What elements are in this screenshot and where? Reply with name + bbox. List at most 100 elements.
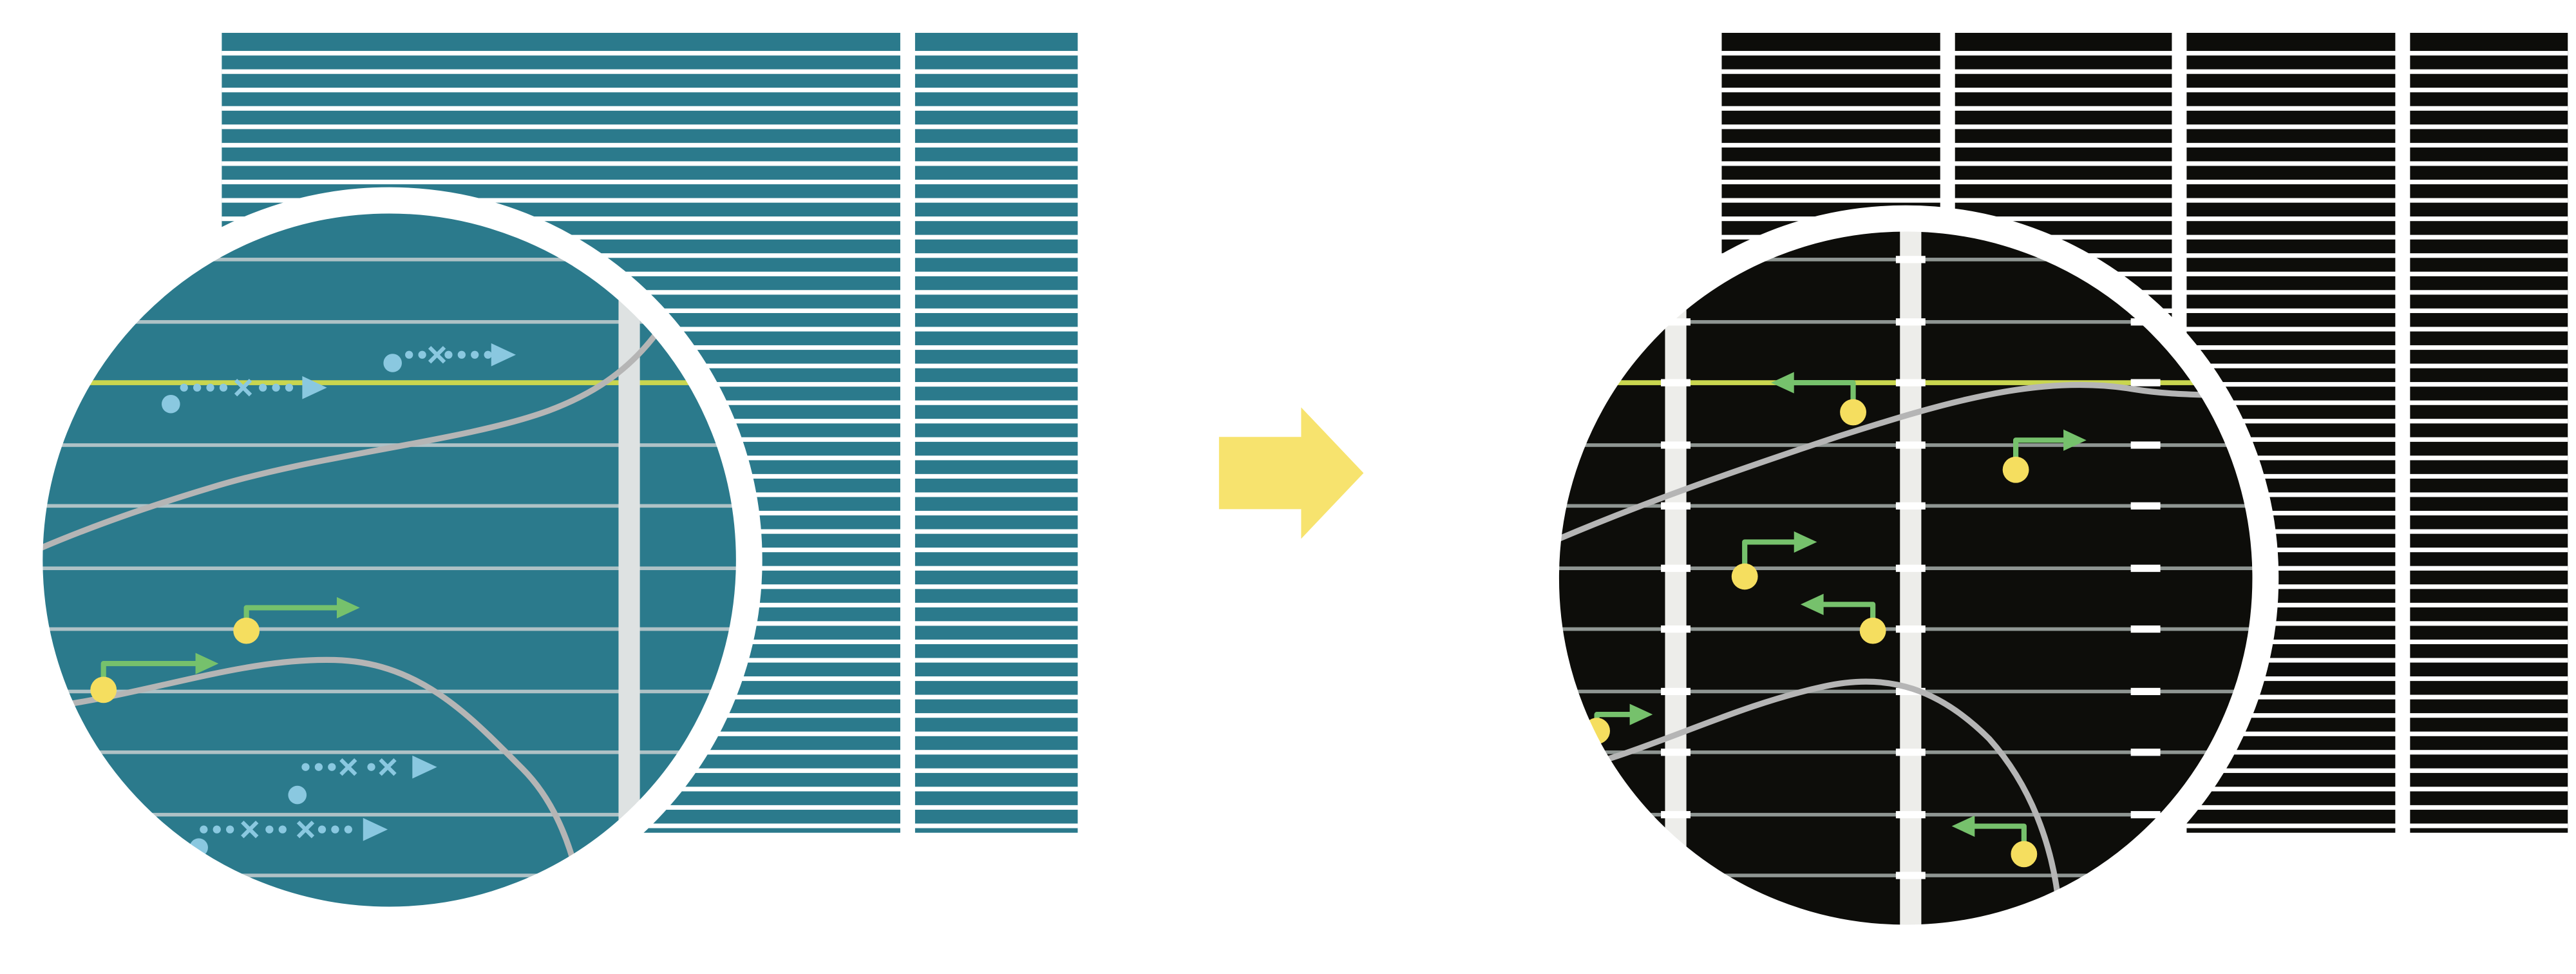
finger-stripe (1721, 253, 2568, 258)
finger-stripe (1721, 142, 2568, 148)
trail-cross-icon (241, 820, 259, 839)
right-arrow-icon (1218, 407, 1364, 539)
finger-stripe (222, 124, 1078, 129)
migration-arrowhead-icon (1800, 593, 1824, 615)
busbar-pad (1661, 625, 1690, 633)
grain-boundary (41, 236, 713, 552)
finger-stripe (222, 216, 1078, 222)
busbar-pad (2130, 564, 2161, 572)
finger-stripe (1721, 216, 2568, 222)
impurity-dot (2002, 456, 2029, 483)
trail-dot (457, 350, 466, 359)
trail-dot (180, 383, 188, 392)
busbar-pad (2130, 872, 2161, 879)
impurity-migration-marker (2002, 429, 2087, 483)
impurity-dot (1859, 617, 1886, 644)
busbar-pad (1895, 502, 1926, 510)
busbar-pad (1661, 379, 1690, 387)
trail-dot (344, 825, 352, 834)
migration-arrowhead-icon (336, 597, 360, 618)
wafer-column (2410, 32, 2568, 833)
busbar-pad (1895, 318, 1926, 326)
impurity-dot (2011, 841, 2038, 868)
trail-dot (259, 383, 267, 392)
inset-content (1557, 229, 2254, 927)
trail-dot (278, 825, 287, 834)
trail-dot (193, 383, 202, 392)
trail-dot (213, 825, 221, 834)
busbar-pad (1895, 687, 1926, 696)
busbar-pad (1895, 379, 1926, 387)
finger-stripe (222, 51, 1078, 56)
trail-dot (314, 763, 323, 771)
magnifier-inset-before (16, 187, 762, 933)
migration-arrowhead-icon (1794, 531, 1817, 553)
impurity-migration-marker (233, 597, 360, 644)
busbar-pad (1895, 441, 1926, 449)
trail-dot (272, 383, 280, 392)
trail-dot (219, 383, 228, 392)
magnified-finger-line (41, 750, 738, 754)
busbar-pad (1661, 564, 1690, 572)
busbar-pad (1895, 749, 1926, 756)
trail-dot (265, 825, 274, 834)
trail-dot (206, 383, 214, 392)
impurity-dot (1731, 563, 1758, 590)
trail-dot (405, 350, 413, 359)
busbar-pad (1661, 318, 1690, 326)
busbar-pad (1661, 687, 1690, 696)
trail-cross-icon (234, 379, 252, 397)
migration-arrowhead-icon (2063, 429, 2087, 451)
finger-stripe (1721, 179, 2568, 185)
trail-dot (367, 763, 375, 771)
trail-dot (331, 825, 339, 834)
finger-stripe (1721, 271, 2568, 276)
grain-boundary (41, 656, 587, 909)
finger-stripe (222, 253, 1078, 258)
busbar-pad (2130, 379, 2161, 387)
migration-arrowhead-icon (1951, 815, 1975, 837)
magnifier-inset-after (1533, 205, 2279, 951)
wafer-column (914, 32, 1078, 833)
busbar-pad (1895, 564, 1926, 572)
finger-stripe (1721, 234, 2568, 240)
dislocation-dot (383, 354, 402, 372)
trail-arrowhead-icon (363, 817, 388, 841)
impurity-migration-marker (1800, 593, 1886, 644)
busbar-pad (1661, 256, 1690, 263)
impurity-migration-marker (90, 653, 219, 703)
finger-stripe (222, 142, 1078, 148)
magnified-busbar (1900, 229, 1922, 927)
magnified-finger-line (41, 504, 738, 508)
trail-dot (200, 825, 208, 834)
trail-cross-icon (339, 758, 357, 776)
magnifier-ring (16, 187, 762, 933)
busbar-pad (2130, 441, 2161, 449)
busbar-pad (1895, 256, 1926, 263)
magnified-busbar (1665, 229, 1687, 927)
busbar-pad (2130, 625, 2161, 633)
impurity-migration-marker (1771, 372, 1866, 426)
trail-dot (418, 350, 426, 359)
impurity-migration-marker (1951, 815, 2038, 868)
finger-stripe (222, 161, 1078, 166)
finger-stripe (1721, 69, 2568, 74)
busbar-pad (1661, 749, 1690, 756)
trail-dot (317, 825, 327, 834)
finger-stripe (222, 179, 1078, 185)
trail-dot (226, 825, 234, 834)
trail-arrowhead-icon (491, 343, 516, 367)
impurity-dot (233, 617, 260, 644)
trail-cross-icon (379, 758, 397, 776)
magnified-finger-line (41, 627, 738, 631)
trail-dot (444, 350, 453, 359)
inset-content (41, 211, 738, 909)
magnified-finger-line (41, 258, 738, 262)
magnified-finger-line (41, 812, 738, 817)
dislocation-trail (383, 343, 516, 372)
migration-arrowhead-icon (195, 653, 219, 674)
busbar-pad (1661, 502, 1690, 510)
finger-stripe (222, 234, 1078, 240)
dislocation-trail (162, 376, 327, 414)
magnified-finger-line (41, 689, 738, 694)
